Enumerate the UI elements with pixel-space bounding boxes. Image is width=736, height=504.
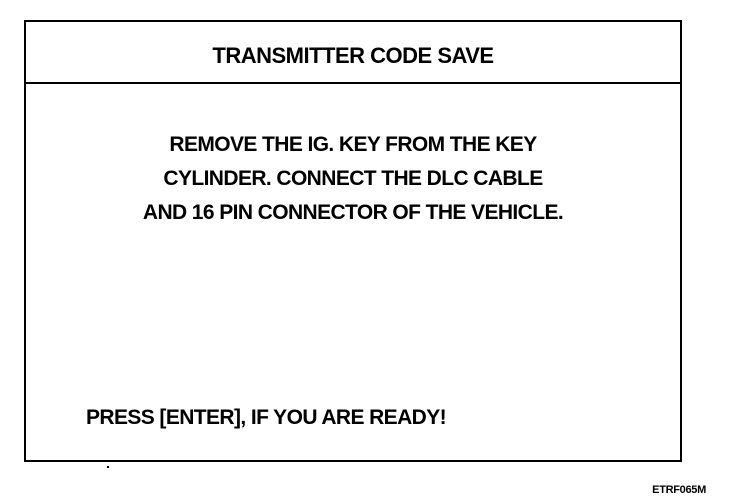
enter-prompt: PRESS [ENTER], IF YOU ARE READY! (86, 406, 447, 429)
screen-title: TRANSMITTER CODE SAVE (212, 43, 494, 68)
tester-screen: TRANSMITTER CODE SAVE REMOVE THE IG. KEY… (24, 20, 682, 462)
instruction-line-1: REMOVE THE IG. KEY FROM THE KEY (169, 133, 537, 156)
instruction-line-2: CYLINDER. CONNECT THE DLC CABLE (163, 167, 543, 190)
scan-speck (107, 466, 109, 468)
instruction-message: REMOVE THE IG. KEY FROM THE KEY CYLINDER… (26, 128, 680, 230)
title-bar: TRANSMITTER CODE SAVE (26, 22, 680, 84)
figure-code: ETRF065M (652, 484, 706, 496)
instruction-line-3: AND 16 PIN CONNECTOR OF THE VEHICLE. (142, 201, 564, 224)
